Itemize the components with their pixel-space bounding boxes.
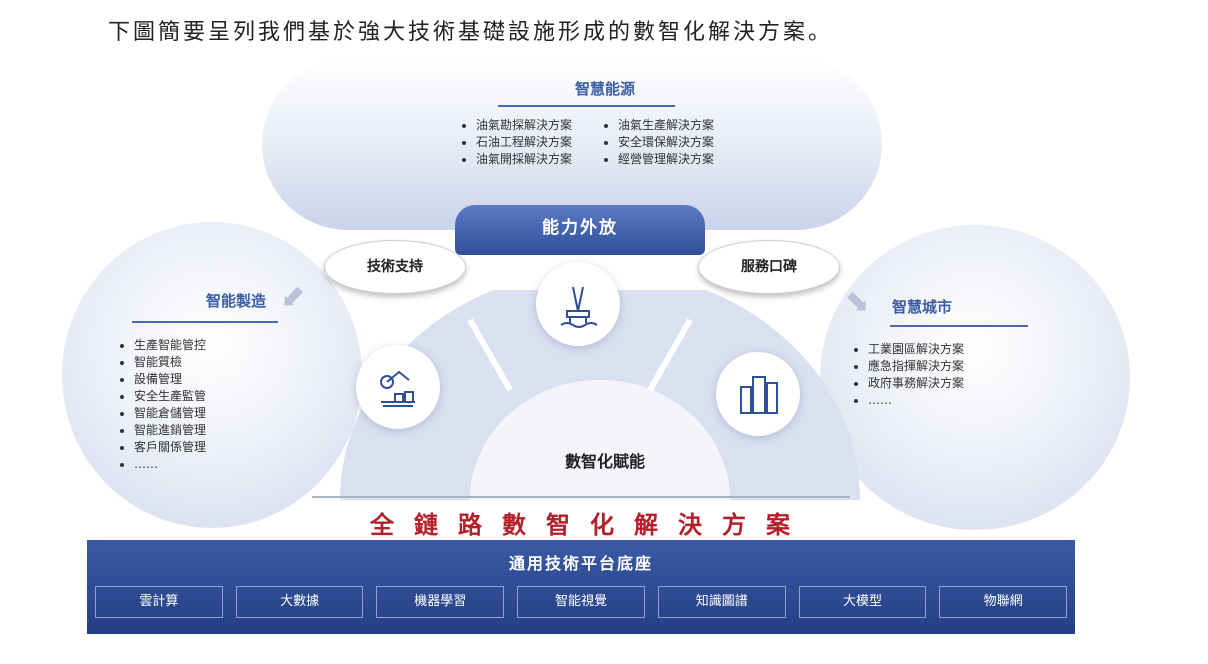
page-heading: 下圖簡要呈列我們基於強大技術基礎設施形成的數智化解決方案。 xyxy=(108,20,834,45)
platform-item: 機器學習 xyxy=(376,586,505,618)
buildings-icon xyxy=(716,352,800,436)
arrow-left-icon: ⬋ xyxy=(280,280,306,315)
list-item: 安全生產監管 xyxy=(134,388,278,405)
divider xyxy=(890,325,1028,327)
list-item: 安全環保解決方案 xyxy=(618,134,714,151)
divider xyxy=(132,321,278,323)
list-item: …… xyxy=(868,392,1032,409)
city-circle xyxy=(820,225,1130,530)
list-item: 石油工程解決方案 xyxy=(476,134,572,151)
manufacturing-section: 智能製造 生產智能管控 智能質檢 設備管理 安全生產監管 智能倉儲管理 智能進銷… xyxy=(118,290,278,473)
list-item: 油氣開採解決方案 xyxy=(476,151,572,168)
divider-line xyxy=(312,496,850,498)
manufacturing-list: 生產智能管控 智能質檢 設備管理 安全生產監管 智能倉儲管理 智能進銷管理 客戶… xyxy=(118,337,278,473)
capability-banner: 能力外放 xyxy=(455,205,705,255)
energy-list-2: 油氣生產解決方案 安全環保解決方案 經營管理解決方案 xyxy=(602,117,714,168)
list-item: 智能進銷管理 xyxy=(134,422,278,439)
platform-item: 雲計算 xyxy=(95,586,223,618)
platform-item: 智能視覺 xyxy=(517,586,645,618)
energy-list-1: 油氣勘探解決方案 石油工程解決方案 油氣開採解決方案 xyxy=(460,117,572,168)
oil-rig-icon xyxy=(536,262,620,346)
list-item: 客戶關係管理 xyxy=(134,439,278,456)
list-item: 油氣勘探解決方案 xyxy=(476,117,572,134)
list-item: 經營管理解決方案 xyxy=(618,151,714,168)
platform-base: 通用技術平台底座 雲計算 大數據 機器學習 智能視覺 知識圖譜 大模型 物聯網 xyxy=(87,540,1075,634)
city-section: 智慧城市 工業園區解決方案 應急指揮解決方案 政府事務解決方案 …… xyxy=(852,296,1032,409)
manufacturing-title: 智能製造 xyxy=(205,292,266,310)
energy-panel xyxy=(262,58,882,230)
list-item: 設備管理 xyxy=(134,371,278,388)
platform-item: 大模型 xyxy=(798,586,927,618)
city-list: 工業園區解決方案 應急指揮解決方案 政府事務解決方案 …… xyxy=(852,341,1032,409)
platform-item: 物聯網 xyxy=(939,586,1068,618)
list-item: 智能質檢 xyxy=(134,354,278,371)
energy-title: 智慧能源 xyxy=(574,80,635,98)
platform-title: 通用技術平台底座 xyxy=(508,554,653,573)
list-item: …… xyxy=(134,456,278,473)
divider xyxy=(498,105,675,107)
manufacturing-circle xyxy=(62,222,362,528)
service-oval: 服務口碑 xyxy=(698,240,840,294)
tech-support-oval: 技術支持 xyxy=(324,240,466,294)
arrow-right-icon: ⬊ xyxy=(845,285,871,320)
energy-section: 智慧能源 油氣勘探解決方案 石油工程解決方案 油氣開採解決方案 油氣生產解決方案… xyxy=(460,78,750,168)
list-item: 應急指揮解決方案 xyxy=(868,358,1032,375)
list-item: 油氣生產解決方案 xyxy=(618,117,714,134)
list-item: 生產智能管控 xyxy=(134,337,278,354)
list-item: 工業園區解決方案 xyxy=(868,341,1032,358)
center-arc xyxy=(340,290,860,500)
center-label: 數智化賦能 xyxy=(564,452,645,471)
platform-item: 大數據 xyxy=(235,586,364,618)
slogan: 全鏈路數智化解決方案 xyxy=(370,510,810,539)
list-item: 政府事務解決方案 xyxy=(868,375,1032,392)
list-item: 智能倉儲管理 xyxy=(134,405,278,422)
robot-arm-icon xyxy=(356,345,440,429)
platform-item: 知識圖譜 xyxy=(657,586,786,618)
city-title: 智慧城市 xyxy=(892,298,953,316)
